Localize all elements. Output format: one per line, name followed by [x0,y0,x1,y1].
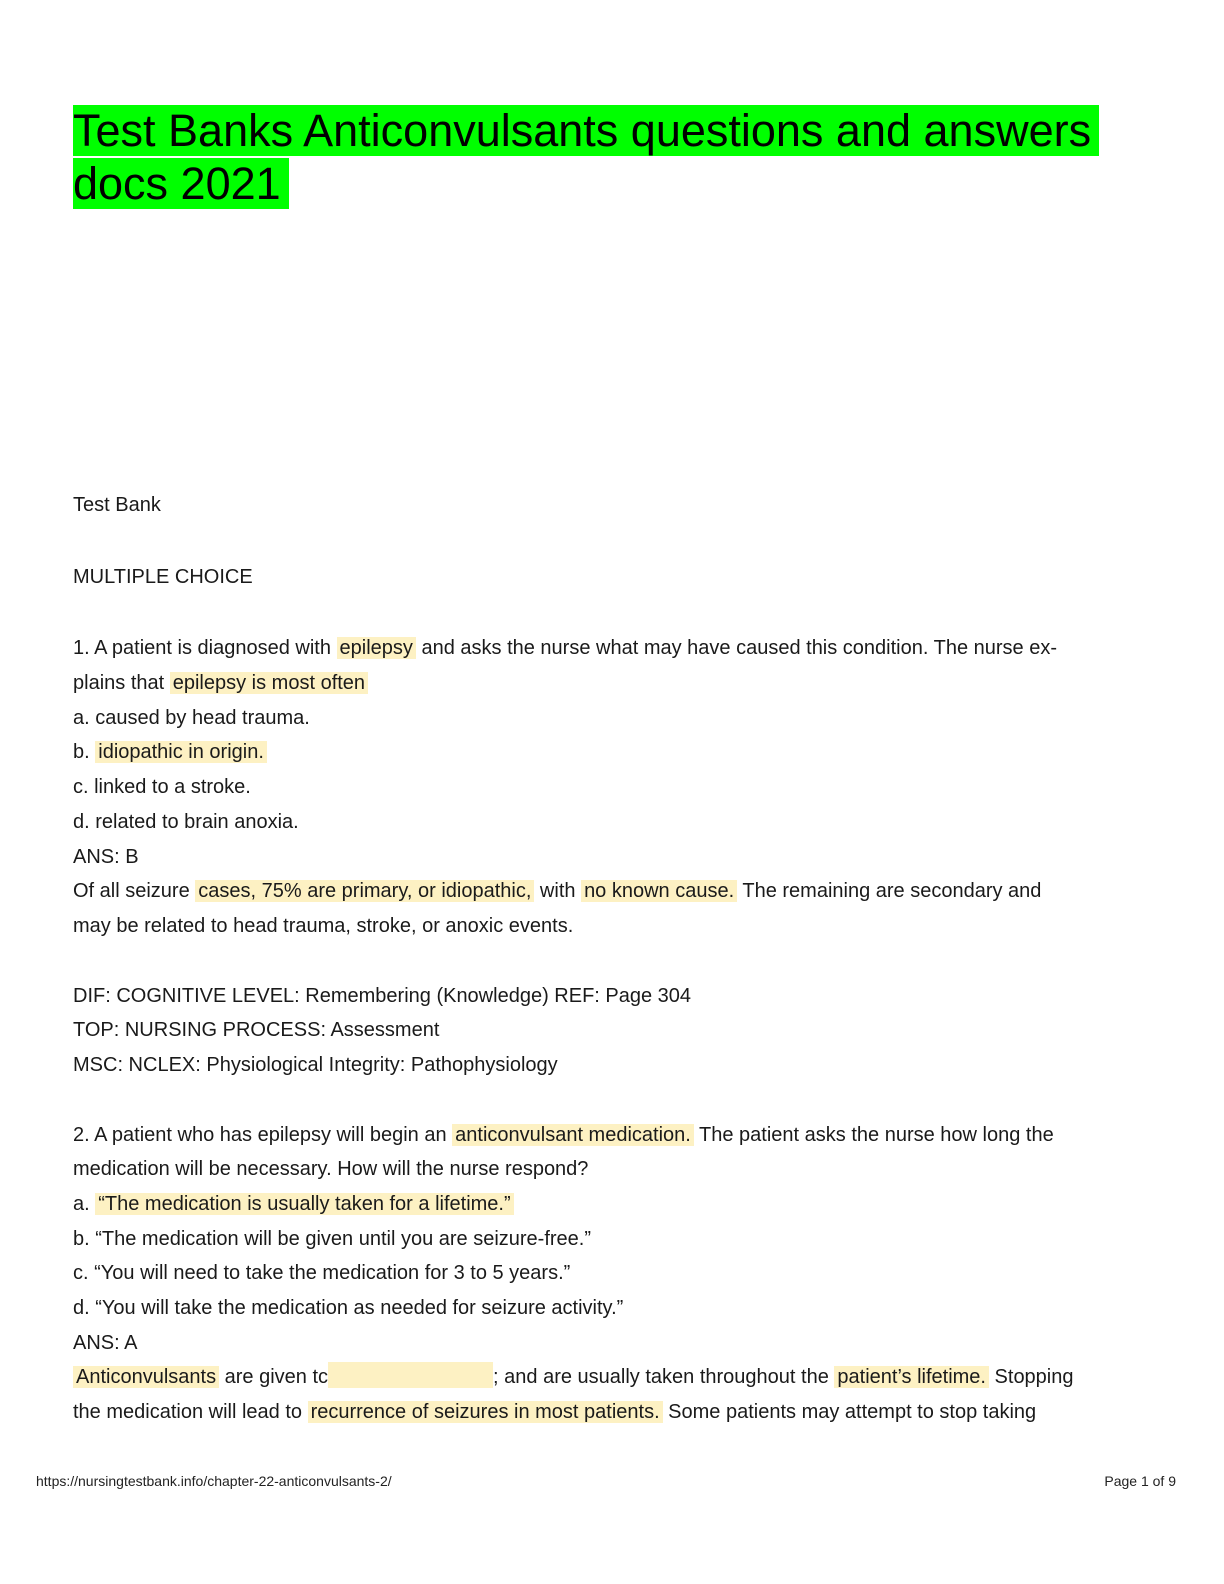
q1-stem-line-1: 1. A patient is diagnosed with epilepsy … [73,637,1058,660]
document-body: Test Bank MULTIPLE CHOICE 1. A patient i… [73,488,1153,1430]
q1-option-a: a. caused by head trauma. [73,706,310,729]
q2-rationale-line-2: the medication will lead to recurrence o… [73,1401,1037,1424]
section-label: Test Bank [73,494,161,516]
highlight: epilepsy [336,637,416,660]
highlight: recurrence of seizures in most patients. [307,1401,663,1424]
highlight: “The medication is usually taken for a l… [95,1193,514,1215]
q2-stem-line-2: medication will be necessary. How will t… [73,1158,589,1181]
footer-url: https://nursingtestbank.info/chapter-22-… [36,1473,392,1489]
q2-option-d: d. “You will take the medication as need… [73,1297,624,1320]
q1-dif: DIF: COGNITIVE LEVEL: Remembering (Knowl… [73,984,692,1007]
highlight: epilepsy is most often [169,672,369,695]
q1-rationale-line-1: Of all seizure cases, 75% are primary, o… [73,880,1042,903]
section-type: MULTIPLE CHOICE [73,565,253,588]
redacted-highlight [328,1362,494,1389]
q1-option-b: b. idiopathic in origin. [73,735,1153,770]
highlight: cases, 75% are primary, or idiopathic, [195,880,535,903]
q1-option-d: d. related to brain anoxia. [73,810,299,833]
document-title: Test Banks Anticonvulsants questions and… [73,104,1163,210]
highlight: Anticonvulsants [73,1366,220,1389]
highlight: no known cause. [581,880,738,903]
title-highlight: Test Banks Anticonvulsants questions and… [73,105,1100,209]
q2-answer: ANS: A [73,1331,138,1354]
q2-option-a: a. “The medication is usually taken for … [73,1187,1153,1222]
q1-msc: MSC: NCLEX: Physiological Integrity: Pat… [73,1053,558,1076]
highlight: anticonvulsant medication. [452,1123,694,1146]
q1-rationale-line-2: may be related to head trauma, stroke, o… [73,914,574,937]
q2-option-b: b. “The medication will be given until y… [73,1227,592,1250]
q1-top: TOP: NURSING PROCESS: Assessment [73,1019,440,1042]
highlight: patient’s lifetime. [834,1366,989,1389]
q1-answer: ANS: B [73,845,139,868]
q2-option-c: c. “You will need to take the medication… [73,1262,571,1285]
page-number: Page 1 of 9 [1104,1473,1176,1489]
q1-stem-line-2: plains that epilepsy is most often [73,666,1153,701]
q2-stem-line-1: 2. A patient who has epilepsy will begin… [73,1123,1054,1146]
q2-rationale-line-1: Anticonvulsants are given tc; and are us… [73,1360,1153,1395]
highlight: idiopathic in origin. [95,741,267,764]
q1-option-c: c. linked to a stroke. [73,776,251,799]
